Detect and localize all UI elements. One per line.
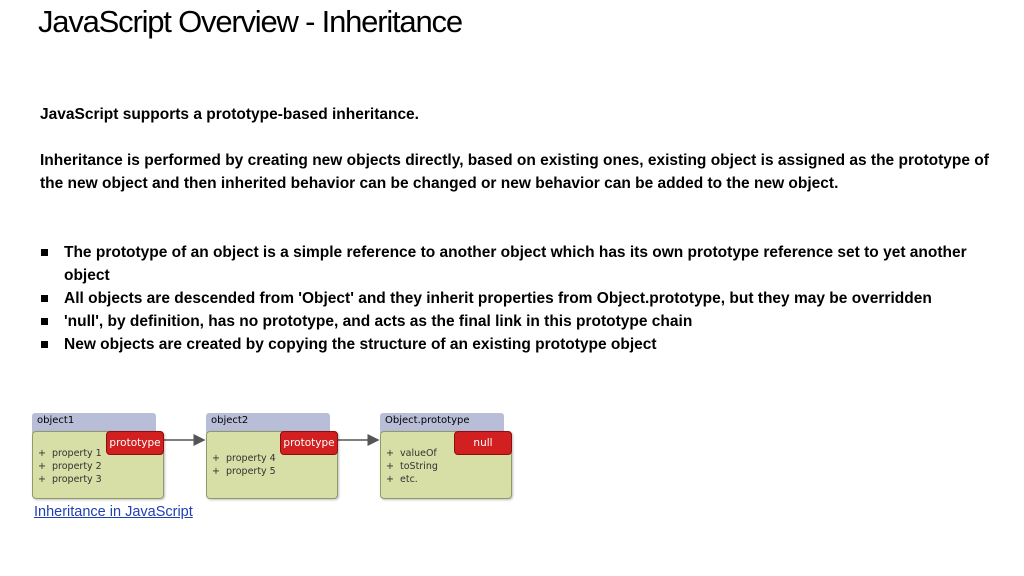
- object2-box: object2 prototype +property 4 +property …: [206, 413, 338, 499]
- null-tag: null: [454, 431, 512, 455]
- intro-text: JavaScript supports a prototype-based in…: [40, 106, 419, 123]
- bullet-item: All objects are descended from 'Object' …: [40, 287, 990, 310]
- property-row: +property 4: [212, 453, 276, 464]
- prototype-chain-diagram: object1 prototype +property 1 +property …: [28, 410, 528, 502]
- box-header: Object.prototype: [380, 413, 504, 433]
- property-row: +property 3: [38, 474, 102, 485]
- bullet-item: 'null', by definition, has no prototype,…: [40, 310, 990, 333]
- inheritance-paragraph: Inheritance is performed by creating new…: [40, 152, 989, 192]
- bullet-square-icon: [41, 249, 48, 256]
- property-row: +property 5: [212, 466, 276, 477]
- bullet-square-icon: [41, 295, 48, 302]
- bullet-item: New objects are created by copying the s…: [40, 333, 990, 356]
- property-row: +property 2: [38, 461, 102, 472]
- object-prototype-box: Object.prototype null +valueOf +toString…: [380, 413, 512, 499]
- box-header: object1: [32, 413, 156, 433]
- bullet-item: The prototype of an object is a simple r…: [40, 241, 990, 287]
- prototype-tag: prototype: [280, 431, 338, 455]
- box-header: object2: [206, 413, 330, 433]
- prototype-tag: prototype: [106, 431, 164, 455]
- diagram-arrows: [164, 434, 380, 446]
- property-row: +property 1: [38, 448, 102, 459]
- property-row: +valueOf: [386, 448, 437, 459]
- object1-box: object1 prototype +property 1 +property …: [32, 413, 164, 499]
- slide-title: JavaScript Overview - Inheritance: [38, 4, 463, 39]
- bullet-square-icon: [41, 341, 48, 348]
- bullet-list: The prototype of an object is a simple r…: [40, 241, 990, 356]
- bullet-square-icon: [41, 318, 48, 325]
- property-row: +toString: [386, 461, 438, 472]
- inheritance-link[interactable]: Inheritance in JavaScript: [34, 504, 193, 520]
- property-row: +etc.: [386, 474, 418, 485]
